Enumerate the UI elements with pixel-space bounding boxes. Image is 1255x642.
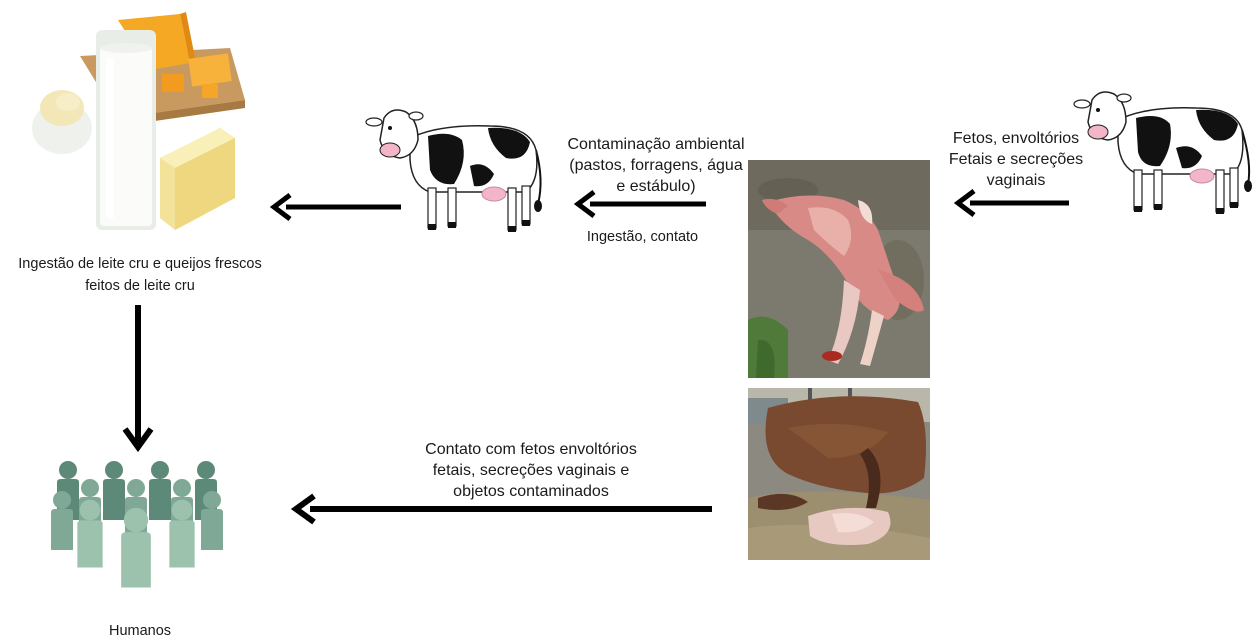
cow-icon [370,100,550,236]
arrow-down [121,305,155,453]
cow-icon-right [1076,84,1254,218]
ingestion-label: Ingestão de leite cru e queijos frescos … [0,253,280,297]
humans-label: Humanos [90,620,190,642]
dairy-products-image [30,8,245,240]
contact-label: Contato com fetos envoltórios fetais, se… [396,439,666,502]
arrow-left-3 [952,188,1074,218]
contamination-label: Contaminação ambiental (pastos, forragen… [556,134,756,197]
people-group-icon [52,458,222,610]
fetuses-label: Fetos, envoltórios Fetais e secreções va… [938,128,1094,191]
ingestion-contact-label: Ingestão, contato [570,226,715,248]
cow-birth-photo [748,388,930,560]
aborted-fetus-photo [748,160,930,378]
